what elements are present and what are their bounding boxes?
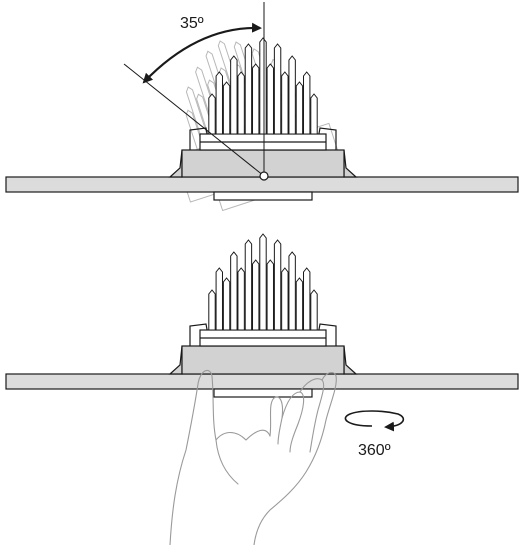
heatsink-fin bbox=[303, 267, 311, 331]
heatsink-fin bbox=[252, 63, 260, 135]
heatsink-fin bbox=[295, 277, 304, 331]
heatsink-fin bbox=[222, 81, 231, 135]
heatsink-fin bbox=[230, 251, 238, 331]
heatsink-fin bbox=[208, 93, 216, 135]
heatsink-fin bbox=[259, 233, 267, 331]
tilt-arrow-icon bbox=[142, 22, 262, 84]
heatsink-fin bbox=[266, 63, 274, 135]
heatsink-fin bbox=[244, 43, 253, 135]
pivot-point bbox=[259, 171, 269, 181]
heatsink-fin bbox=[215, 267, 223, 331]
heatsink-fin bbox=[281, 267, 289, 331]
rotation-angle-label: 360º bbox=[358, 442, 391, 459]
heatsink-fin bbox=[281, 71, 289, 135]
ceiling-panel-lower bbox=[5, 373, 519, 390]
downlight-fixture-lower bbox=[168, 233, 358, 398]
heatsink-fin bbox=[259, 37, 267, 135]
heatsink-fin bbox=[273, 43, 282, 135]
tilt-view: 35º bbox=[5, 2, 519, 212]
heatsink-fin bbox=[244, 239, 253, 331]
heatsink-fin bbox=[295, 81, 304, 135]
hand-illustration bbox=[169, 369, 337, 545]
heatsink-fin bbox=[230, 55, 238, 135]
rotation-view: 360º bbox=[5, 233, 519, 545]
heatsink-fin bbox=[273, 239, 282, 331]
heatsink-fin bbox=[303, 71, 311, 135]
heatsink-fin bbox=[208, 289, 216, 331]
heatsink-fin bbox=[310, 93, 318, 135]
rotation-arrow-icon bbox=[344, 410, 405, 432]
heatsink-fin bbox=[310, 289, 318, 331]
heatsink-fin bbox=[237, 267, 245, 331]
heatsink-fin bbox=[215, 71, 223, 135]
heatsink-fin bbox=[237, 71, 245, 135]
heatsink-fin bbox=[288, 251, 296, 331]
heatsink-fin bbox=[252, 259, 260, 331]
tilt-angle-label: 35º bbox=[180, 15, 204, 32]
heatsink-fin bbox=[266, 259, 274, 331]
heatsink-fin bbox=[288, 55, 296, 135]
heatsink-fin bbox=[222, 277, 231, 331]
